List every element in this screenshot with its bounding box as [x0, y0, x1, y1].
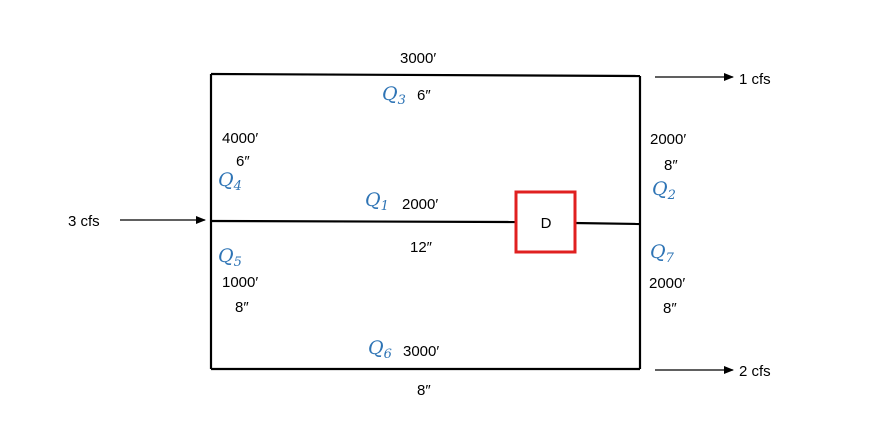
- q6-length: 3000′: [403, 343, 439, 360]
- q5-letter: Q: [218, 245, 234, 267]
- q3-diameter: 6″: [417, 87, 431, 104]
- q4-subscript: 4: [233, 179, 242, 194]
- q4-symbol: Q4: [218, 169, 242, 194]
- q2-symbol: Q2: [652, 178, 676, 203]
- outflow-label-bottom: 2 cfs: [739, 363, 771, 380]
- q7-subscript: 7: [666, 251, 675, 266]
- q6-letter: Q: [368, 337, 384, 359]
- outflow-label-top: 1 cfs: [739, 71, 771, 88]
- device-box: [514, 190, 577, 254]
- q2-diameter: 8″: [664, 157, 678, 174]
- q3-letter: Q: [382, 83, 398, 105]
- q4-diameter: 6″: [236, 153, 250, 170]
- q5-diameter: 8″: [235, 299, 249, 316]
- inflow-label: 3 cfs: [68, 213, 100, 230]
- q5-subscript: 5: [234, 255, 242, 270]
- q1-letter: Q: [365, 189, 381, 211]
- q6-subscript: 6: [384, 347, 392, 362]
- q3-symbol: Q3: [382, 83, 406, 108]
- q2-subscript: 2: [667, 188, 676, 203]
- q7-length: 2000′: [649, 275, 685, 292]
- pipe-3-top: [210, 72, 641, 78]
- q2-letter: Q: [652, 178, 668, 200]
- device-label: D: [541, 215, 552, 232]
- q5-length: 1000′: [222, 274, 258, 291]
- q7-diameter: 8″: [663, 300, 677, 317]
- pipe-1-middle-left: [210, 219, 518, 224]
- q3-length: 3000′: [400, 50, 436, 67]
- q7-symbol: Q7: [650, 241, 675, 266]
- q1-diameter: 12″: [410, 239, 433, 256]
- q1-symbol: Q1: [365, 189, 389, 214]
- q7-letter: Q: [650, 241, 666, 263]
- q3-subscript: 3: [398, 93, 406, 108]
- q5-symbol: Q5: [218, 245, 242, 270]
- q4-letter: Q: [218, 169, 234, 191]
- q6-diameter: 8″: [417, 382, 431, 399]
- q1-subscript: 1: [381, 199, 389, 214]
- pipe-1-middle-right: [573, 221, 641, 226]
- q2-length: 2000′: [650, 131, 686, 148]
- q1-length: 2000′: [402, 196, 438, 213]
- q4-length: 4000′: [222, 130, 258, 147]
- q6-symbol: Q6: [368, 337, 392, 362]
